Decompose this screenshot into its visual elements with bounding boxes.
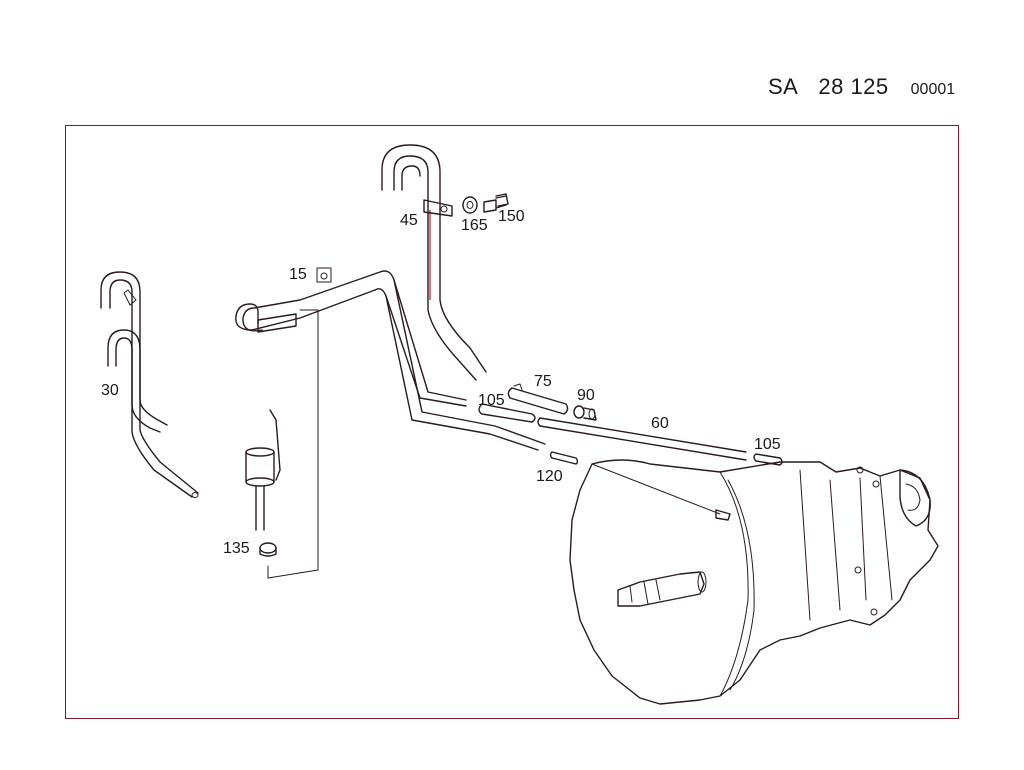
header-suffix: 00001 [910,81,956,98]
pipe-60 [537,417,747,461]
hose-120 [549,451,579,465]
callout-15: 15 [289,266,307,283]
filter-135 [245,309,319,579]
transmission-housing [569,459,939,705]
callout-120: 120 [536,468,563,485]
header-prefix: SA [768,74,799,99]
diagram-header: SA 28 125 00001 [768,74,955,100]
callout-75: 75 [534,373,552,390]
washer-165 [462,196,478,214]
connector-90 [573,405,597,421]
hose-30 [100,271,199,498]
callout-45: 45 [400,212,418,229]
callout-90: 90 [577,387,595,404]
callout-30: 30 [101,382,119,399]
callout-105-a: 105 [478,392,505,409]
hose-105-a [478,403,536,423]
hose-105-b [753,453,783,466]
callout-105-b: 105 [754,436,781,453]
callout-165: 165 [461,217,488,234]
header-number: 28 125 [818,74,889,99]
line-15 [235,267,546,451]
callout-135: 135 [223,540,250,557]
callout-150: 150 [498,208,525,225]
diagram-frame [65,125,959,719]
hose-45 [381,144,487,381]
bolt-150 [483,193,509,213]
callout-60: 60 [651,415,669,432]
hose-75 [507,383,569,415]
